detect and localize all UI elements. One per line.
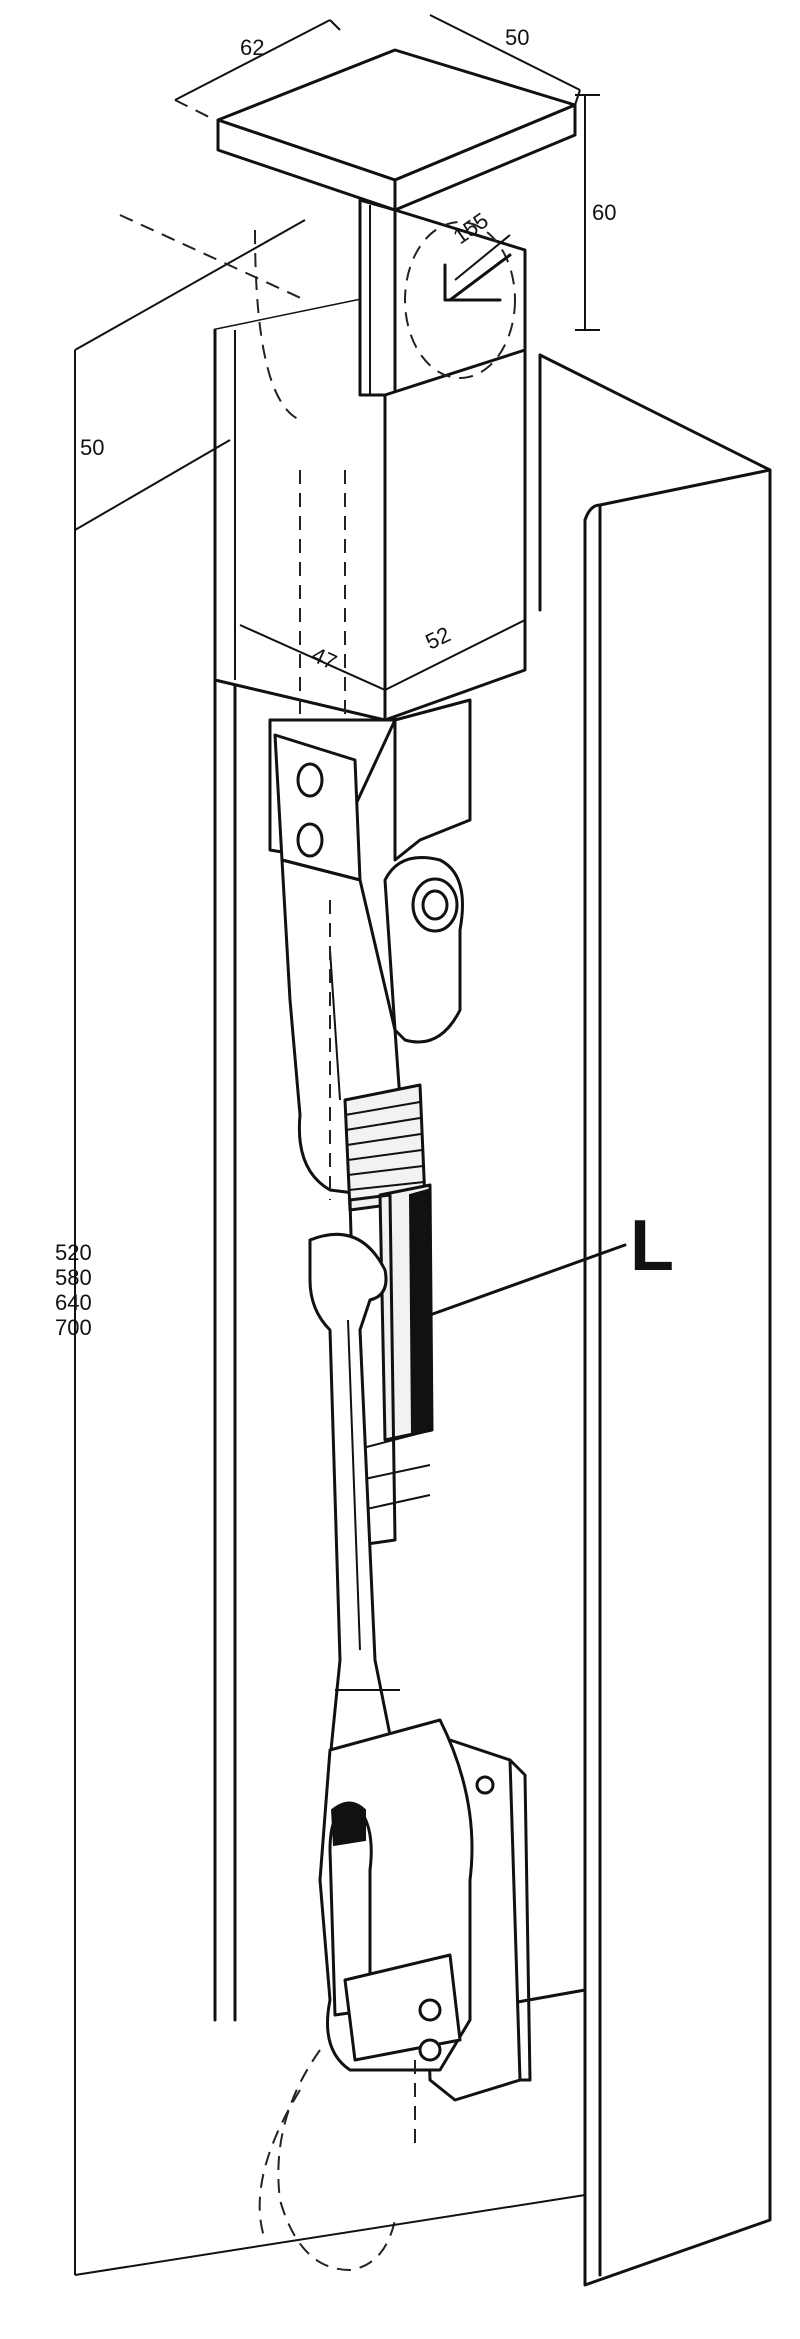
fork-clevis (318, 1718, 474, 2072)
dim-radius: 155 (449, 208, 493, 250)
dim-length-option-3: 640 (55, 1290, 92, 1315)
dim-top-height: 60 (592, 200, 616, 225)
hook-path-hidden (258, 2049, 416, 2272)
dim-upper-offset: 50 (80, 435, 104, 460)
threaded-spindle (348, 1183, 434, 1547)
dimension-lines (74, 14, 627, 2276)
dimension-labels: 62 50 60 155 50 47 52 520 580 640 700 L (55, 25, 674, 1340)
upper-swivel (268, 698, 472, 1044)
dim-top-depth: 62 (240, 35, 264, 60)
handle-lever (308, 1232, 400, 1762)
sleeve-box (213, 208, 527, 722)
dim-top-width: 50 (505, 25, 529, 50)
callout-label-L: L (630, 1206, 674, 1286)
dim-length-option-1: 520 (55, 1240, 92, 1265)
dim-length-option-2: 580 (55, 1265, 92, 1290)
dim-length-option-4: 700 (55, 1315, 92, 1340)
